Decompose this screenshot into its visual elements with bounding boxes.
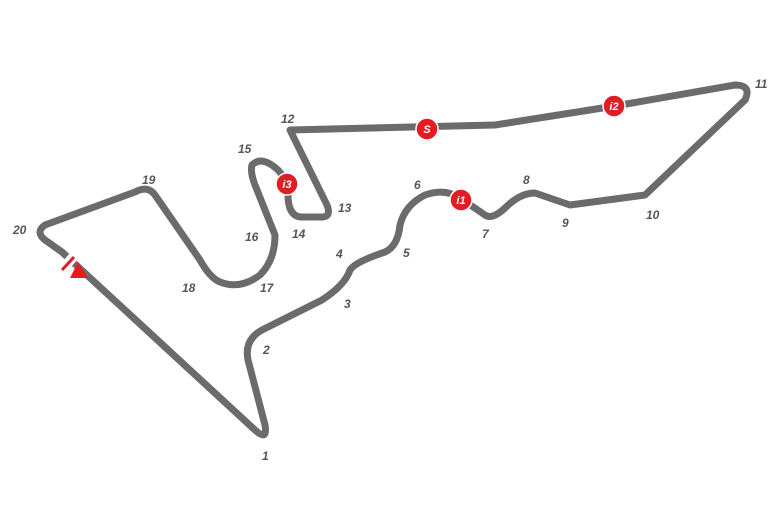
turn-label-14: 14 [292,227,306,241]
marker-label: S [423,124,431,136]
turn-label-8: 8 [523,173,530,187]
marker-label: i2 [609,101,618,113]
start-finish-flag-icon [56,252,88,278]
turn-label-6: 6 [414,178,421,192]
turn-label-15: 15 [238,142,252,156]
track-path [36,81,751,439]
marker-speed-trap: S [415,117,439,141]
turn-label-5: 5 [403,246,410,260]
marker-label: i1 [456,195,465,207]
turn-label-20: 20 [12,223,27,237]
turn-label-1: 1 [262,449,269,463]
turn-label-9: 9 [562,216,569,230]
turn-label-18: 18 [182,281,196,295]
turn-label-3: 3 [344,297,351,311]
marker-intermediate-3: i3 [275,172,299,196]
turn-label-2: 2 [262,343,270,357]
turn-label-12: 12 [281,112,295,126]
turn-label-4: 4 [335,247,343,261]
turn-label-19: 19 [142,173,156,187]
turn-label-16: 16 [245,230,259,244]
turn-label-13: 13 [338,201,352,215]
turn-label-7: 7 [482,227,490,241]
marker-intermediate-1: i1 [449,188,473,212]
turn-label-10: 10 [646,208,660,222]
turn-label-17: 17 [260,281,275,295]
marker-intermediate-2: i2 [602,94,626,118]
turn-label-11: 11 [755,77,768,91]
marker-label: i3 [282,179,291,191]
